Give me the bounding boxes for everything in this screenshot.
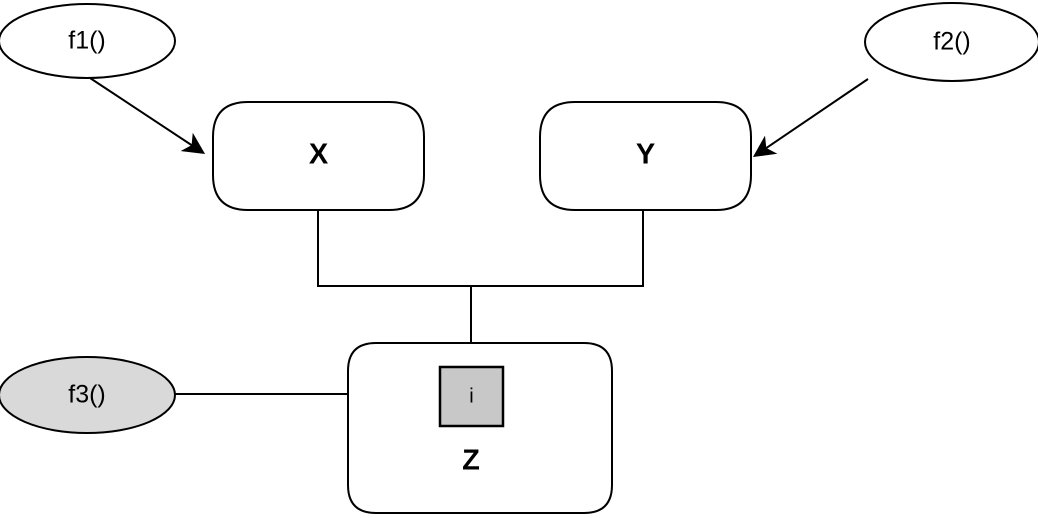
node-y[interactable]: Y xyxy=(539,101,752,211)
edge-f2-to-y[interactable] xyxy=(752,78,869,158)
node-x-shape xyxy=(212,101,425,211)
node-z-label: Z xyxy=(462,445,480,477)
edge-f1-to-x[interactable] xyxy=(89,77,206,155)
node-i[interactable]: i xyxy=(438,365,505,428)
node-x[interactable]: X xyxy=(212,101,425,211)
node-f3[interactable]: f3() xyxy=(0,356,176,434)
node-f2-shape xyxy=(864,2,1038,82)
node-i-shape xyxy=(438,365,505,428)
node-f1[interactable]: f1() xyxy=(0,3,176,79)
node-f2[interactable]: f2() xyxy=(864,2,1038,82)
node-f2-label: f2() xyxy=(933,28,971,56)
node-x-label: X xyxy=(309,139,329,171)
node-f3-label: f3() xyxy=(68,381,106,409)
node-f1-label: f1() xyxy=(68,27,106,55)
node-f3-shape xyxy=(0,356,176,434)
node-i-label: i xyxy=(469,385,473,407)
edge-f2-to-y-line xyxy=(752,78,869,158)
edge-xy-to-i[interactable] xyxy=(317,210,644,366)
edge-f1-to-x-line xyxy=(89,77,206,155)
node-y-label: Y xyxy=(636,139,655,171)
node-f1-shape xyxy=(0,3,176,79)
edge-xy-merge-bus xyxy=(317,210,644,287)
node-z-shape xyxy=(347,342,613,514)
node-y-shape xyxy=(539,101,752,211)
node-z[interactable]: Z xyxy=(347,342,613,514)
